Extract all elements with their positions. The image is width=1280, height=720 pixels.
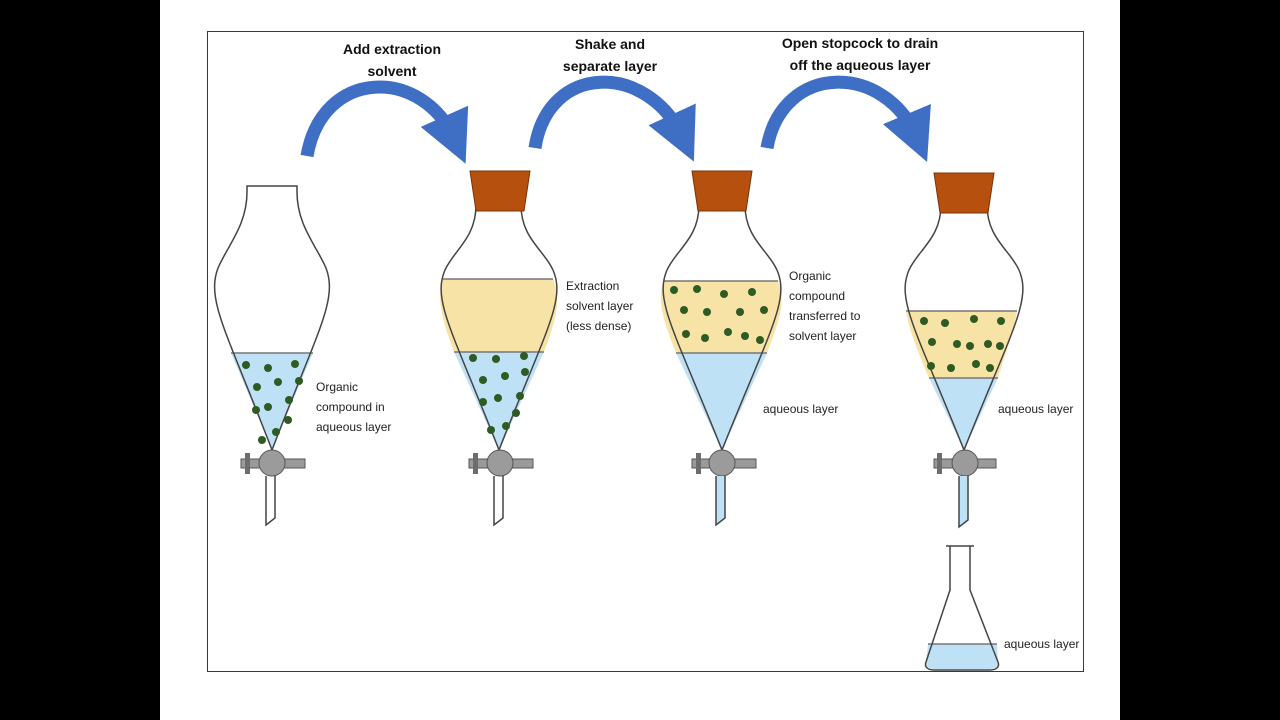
- label-line: (less dense): [566, 319, 632, 333]
- funnel-3: [660, 170, 782, 527]
- stopper-icon: [933, 172, 995, 214]
- label-funnel-3-bottom: aqueous layer: [763, 402, 839, 416]
- particles: [670, 285, 768, 344]
- stopper-icon: [469, 170, 531, 212]
- stem: [493, 476, 504, 527]
- funnel-4: [904, 172, 1024, 529]
- step-2-line-2: separate layer: [562, 58, 658, 74]
- label-funnel-1: Organic compound in aqueous layer: [316, 377, 391, 437]
- stopcock-icon: [258, 449, 286, 477]
- label-line: solvent layer: [789, 329, 857, 343]
- particles: [920, 315, 1005, 372]
- label-line: aqueous layer: [316, 420, 392, 434]
- particles: [469, 352, 529, 434]
- label-line: Organic: [789, 269, 832, 283]
- step-3-caption: Open stopcock to drain off the aqueous l…: [760, 32, 960, 76]
- arrow-step-2: [528, 75, 696, 162]
- solvent-layer: [660, 281, 782, 353]
- label-line: solvent layer: [566, 299, 634, 313]
- step-1-line-2: solvent: [367, 63, 417, 79]
- erlenmeyer-flask: [924, 545, 1000, 671]
- step-1-caption: Add extraction solvent: [317, 38, 467, 82]
- arrow-step-1: [300, 80, 469, 164]
- stem: [715, 476, 726, 527]
- solvent-layer: [440, 279, 558, 352]
- stem: [265, 476, 276, 527]
- stopcock-icon: [951, 449, 979, 477]
- label-line: Extraction: [566, 279, 620, 293]
- label-line: compound: [789, 289, 846, 303]
- stem: [958, 476, 969, 529]
- stopper-icon: [691, 170, 753, 212]
- aqueous-layer: [926, 644, 998, 669]
- stopcock-icon: [708, 449, 736, 477]
- aqueous-layer: [676, 353, 767, 450]
- label-line: Organic: [316, 380, 359, 394]
- arrow-step-3: [760, 75, 931, 162]
- label-flask: aqueous layer: [1004, 637, 1080, 651]
- label-funnel-2: Extraction solvent layer (less dense): [566, 276, 633, 336]
- flask-body: [924, 545, 1000, 671]
- aqueous-layer: [231, 353, 313, 450]
- diagram-frame: [207, 31, 1084, 672]
- label-line: transferred to: [789, 309, 861, 323]
- step-1-line-1: Add extraction: [342, 41, 441, 57]
- step-3-line-2: off the aqueous layer: [789, 57, 931, 73]
- step-3-line-1: Open stopcock to drain: [781, 35, 939, 51]
- label-funnel-4-bottom: aqueous layer: [998, 402, 1074, 416]
- label-line: compound in: [316, 400, 385, 414]
- solvent-layer: [906, 311, 1017, 378]
- label-funnel-3-top: Organic compound transferred to solvent …: [789, 266, 860, 346]
- stopcock-icon: [486, 449, 514, 477]
- funnel-1: [213, 185, 331, 527]
- step-2-caption: Shake and separate layer: [535, 33, 685, 77]
- step-2-line-1: Shake and: [574, 36, 646, 52]
- aqueous-layer: [929, 378, 998, 450]
- particles: [242, 360, 303, 444]
- funnel-2: [440, 170, 558, 527]
